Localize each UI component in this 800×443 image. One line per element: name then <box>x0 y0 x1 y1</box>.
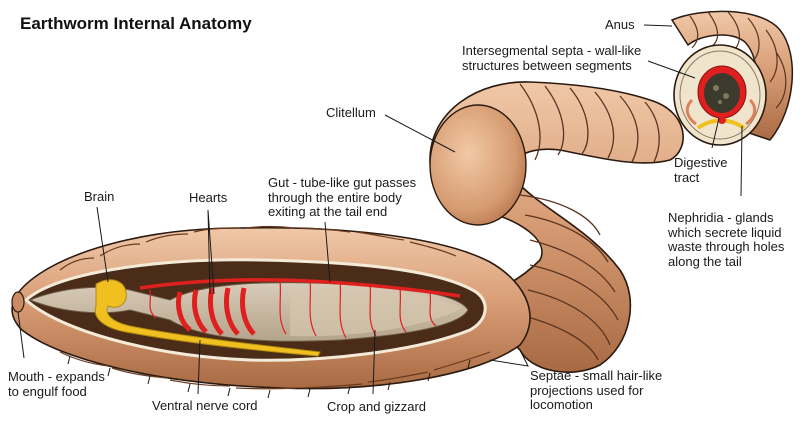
label-clitellum: Clitellum <box>326 105 376 120</box>
label-hearts: Hearts <box>189 190 228 205</box>
leader-lines <box>17 24 743 395</box>
label-septae: Septae - small hair-like projections use… <box>530 368 663 412</box>
leader-hearts <box>207 209 215 295</box>
label-digestive-tract: Digestive tract <box>674 155 728 185</box>
label-intersegmental-septa: Intersegmental septa - wall-like structu… <box>462 43 642 73</box>
leader-nephridia <box>740 125 743 197</box>
leader-brain <box>96 206 109 283</box>
leader-gut <box>324 221 331 283</box>
label-ventral-nerve-cord: Ventral nerve cord <box>152 398 258 413</box>
leader-nerve <box>197 339 201 395</box>
leader-septae <box>489 349 529 367</box>
leader-mouth <box>17 311 25 359</box>
label-mouth: Mouth - expands to engulf food <box>8 369 105 399</box>
label-crop-and-gizzard: Crop and gizzard <box>327 399 426 414</box>
leader-digestive <box>711 117 720 149</box>
diagram-title: Earthworm Internal Anatomy <box>20 14 252 33</box>
dissected-body <box>11 225 531 399</box>
cross-section <box>673 44 767 146</box>
label-brain: Brain <box>84 189 115 204</box>
label-gut: Gut - tube-like gut passes through the e… <box>268 175 417 219</box>
leader-crop <box>372 329 376 395</box>
leader-clitellum <box>384 114 456 153</box>
label-nephridia: Nephridia - glands which secrete liquid … <box>668 210 785 269</box>
leader-septa <box>647 60 696 79</box>
label-anus: Anus <box>605 17 635 32</box>
leader-anus <box>643 24 673 27</box>
